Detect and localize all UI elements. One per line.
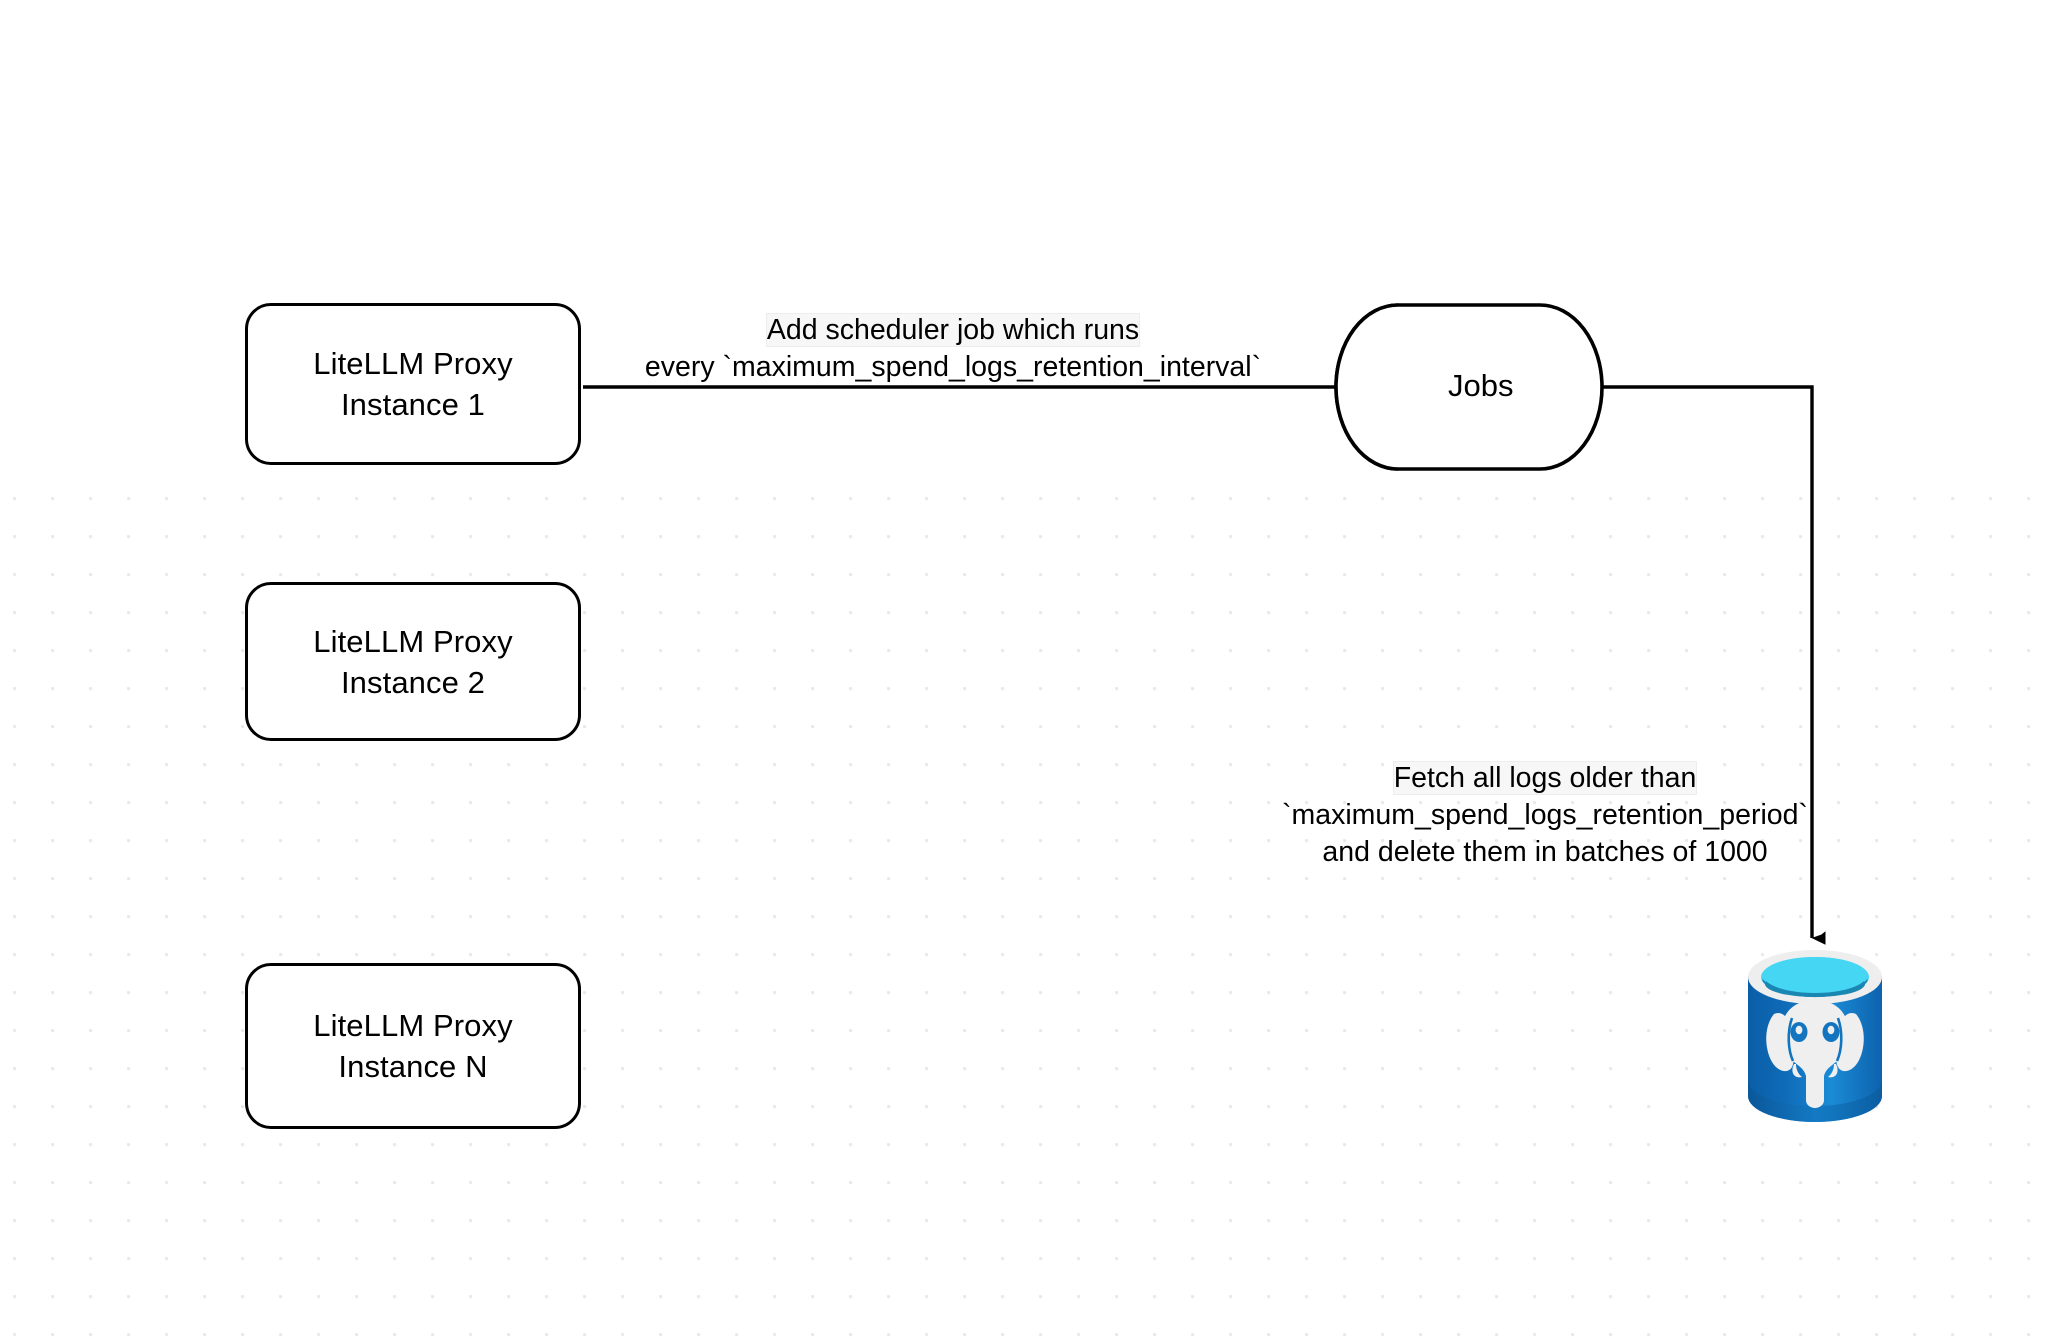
node-jobs-label: Jobs <box>1448 368 1514 403</box>
proxy-3-line-2: Instance N <box>338 1049 488 1084</box>
node-litellm-proxy-instance-n[interactable]: LiteLLM Proxy Instance N <box>245 963 581 1129</box>
proxy-2-line-1: LiteLLM Proxy <box>313 623 513 659</box>
proxy-2-line-2: Instance 2 <box>340 664 486 700</box>
edge-label-scheduler-line-1: Add scheduler job which runs <box>766 314 1140 346</box>
node-litellm-proxy-instance-1[interactable]: LiteLLM Proxy Instance 1 <box>245 303 581 465</box>
edge-label-fetch-delete: Fetch all logs older than `maximum_spend… <box>1230 760 1860 871</box>
edge-label-fetch-line-1: Fetch all logs older than <box>1393 762 1697 794</box>
edge-label-scheduler-line-2: every `maximum_spend_logs_retention_inte… <box>644 351 1262 383</box>
edge-label-fetch-line-2: `maximum_spend_logs_retention_period` <box>1282 799 1808 831</box>
edge-jobs-to-database <box>1602 385 1826 945</box>
proxy-1-line-2: Instance 1 <box>340 387 486 422</box>
node-litellm-proxy-instance-2[interactable]: LiteLLM Proxy Instance 2 <box>245 582 581 741</box>
proxy-3-line-1: LiteLLM Proxy <box>313 1008 513 1043</box>
jobs-cylinder-shape <box>1334 303 1604 471</box>
edge-label-fetch-line-3: and delete them in batches of 1000 <box>1322 836 1768 868</box>
proxy-1-line-1: LiteLLM Proxy <box>313 346 513 381</box>
edge-label-scheduler: Add scheduler job which runs every `maxi… <box>590 312 1316 386</box>
postgresql-database-icon <box>1748 950 1882 1122</box>
